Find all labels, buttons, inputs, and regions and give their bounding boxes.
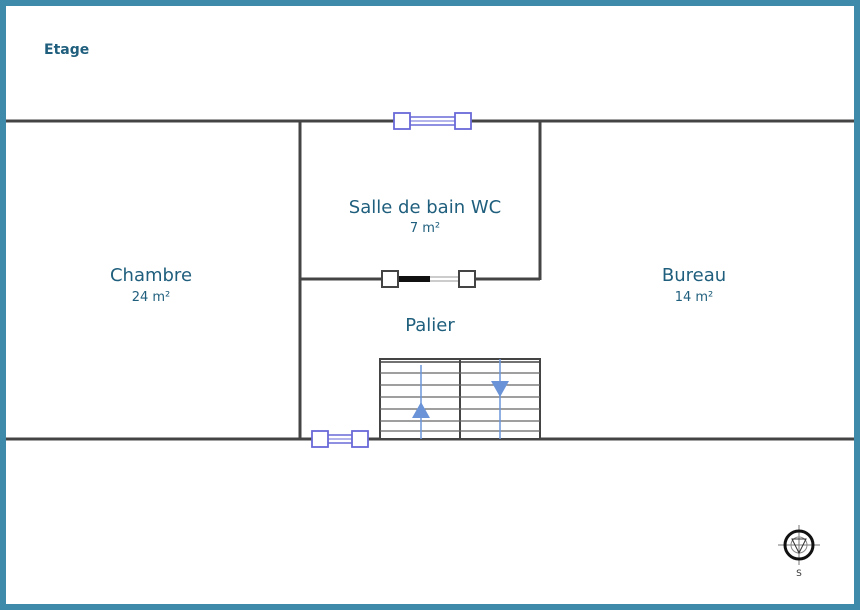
staircase: [379, 358, 541, 440]
floor-title: Etage: [44, 42, 90, 58]
stair-down-icon: [491, 359, 509, 439]
compass-icon: [778, 525, 820, 565]
room-name-salle-de-bain: Salle de bain WC: [349, 197, 501, 218]
room-name-bureau: Bureau: [662, 265, 726, 286]
room-area-chambre: 24 m²: [132, 290, 171, 305]
door-icon: [381, 270, 476, 288]
stair-up-icon: [412, 365, 430, 439]
window-icon: [311, 430, 369, 448]
compass-letter: S: [796, 569, 802, 579]
room-name-palier: Palier: [405, 315, 455, 336]
room-area-salle-de-bain: 7 m²: [410, 221, 440, 236]
room-area-bureau: 14 m²: [675, 290, 714, 305]
window-icon: [393, 112, 472, 130]
room-name-chambre: Chambre: [110, 265, 192, 286]
